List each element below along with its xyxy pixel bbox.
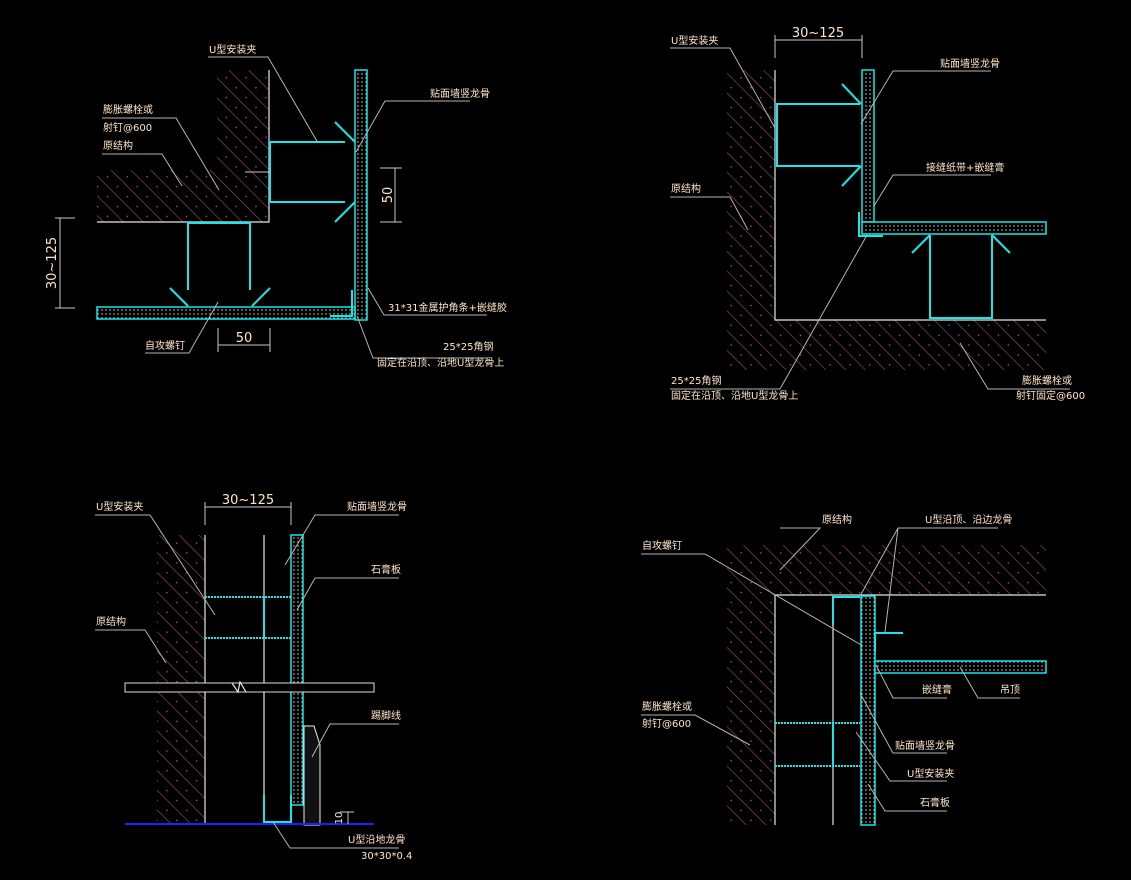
- label-sealant: 嵌缝膏: [922, 683, 952, 696]
- dimension-bottom-50: 50: [217, 328, 271, 352]
- label-stud: 贴面墙竖龙骨: [430, 87, 490, 100]
- detail-4-ceiling-junction: 原结构 U型沿顶、沿边龙骨 自攻螺钉 嵌缝膏 吊顶 膨胀螺栓或 射钉@600 贴…: [641, 513, 1047, 826]
- label-u-clip: U型安装夹: [671, 34, 718, 47]
- label-joint-tape: 接缝纸带+嵌缝膏: [926, 161, 1004, 174]
- label-screw: 自攻螺钉: [145, 339, 185, 352]
- label-floor-track-size: 30*30*0.4: [361, 851, 412, 862]
- gypsum-board: [96, 306, 356, 320]
- label-gypsum-board: 石膏板: [920, 796, 950, 809]
- dimension-range: 30~125: [45, 217, 75, 309]
- label-stud: 贴面墙竖龙骨: [347, 500, 407, 513]
- label-angle-steel: 25*25角钢: [443, 340, 493, 353]
- detail-3-skirting: 30~125 10 U型安装夹 贴面墙竖龙骨 石膏板 原结构 踢脚线 U型沿地龙…: [95, 493, 412, 862]
- label-screw: 自攻螺钉: [642, 539, 682, 552]
- label-angle-steel: 25*25角钢: [671, 374, 721, 387]
- svg-text:50: 50: [381, 187, 396, 204]
- svg-text:30~125: 30~125: [45, 237, 60, 289]
- label-structure: 原结构: [103, 139, 133, 152]
- svg-text:30~125: 30~125: [222, 493, 274, 508]
- label-structure: 原结构: [822, 513, 852, 526]
- floor-track: [263, 795, 292, 823]
- label-u-clip: U型安装夹: [209, 43, 256, 56]
- label-bolt: 膨胀螺栓或: [1022, 374, 1072, 387]
- gypsum-board: [354, 69, 368, 321]
- label-ceiling: 吊顶: [1000, 684, 1020, 696]
- label-structure: 原结构: [671, 182, 701, 195]
- label-ceiling-track: U型沿顶、沿边龙骨: [925, 513, 1012, 526]
- label-u-clip: U型安装夹: [96, 500, 143, 513]
- label-floor-track: U型沿地龙骨: [348, 833, 405, 846]
- label-bolt: 膨胀螺栓或: [103, 103, 153, 116]
- u-clip-stud: [269, 141, 345, 203]
- structure-hatch: [97, 170, 269, 222]
- label-structure: 原结构: [96, 615, 126, 628]
- label-corner-bead: 31*31金属护角条+嵌缝胶: [388, 301, 507, 314]
- gypsum-board: [860, 595, 876, 826]
- dimension-range: 30~125: [774, 26, 863, 58]
- svg-text:30~125: 30~125: [792, 26, 844, 41]
- gypsum-board: [290, 534, 304, 806]
- label-gypsum-board: 石膏板: [371, 563, 401, 576]
- structure-hatch: [727, 545, 775, 825]
- svg-text:50: 50: [236, 331, 253, 346]
- dimension-vertical-50: 50: [380, 167, 402, 223]
- break-line: [124, 682, 375, 693]
- gypsum-board: [861, 69, 875, 223]
- detail-2-inner-corner: 30~125 U型安装夹 贴面墙竖龙骨 接缝纸带+嵌缝膏 原结构 25*25角钢…: [670, 26, 1085, 402]
- label-u-clip: U型安装夹: [907, 767, 954, 780]
- gypsum-board: [861, 221, 1047, 235]
- label-bolt: 膨胀螺栓或: [642, 700, 692, 713]
- skirting-board: [303, 725, 321, 826]
- u-clip-stud: [776, 103, 860, 167]
- dimension-range: 30~125: [204, 493, 292, 525]
- u-clip-stud: [929, 235, 993, 319]
- structure-hatch: [727, 320, 1046, 370]
- dimension-10: 10: [334, 811, 354, 825]
- label-stud: 贴面墙竖龙骨: [940, 57, 1000, 70]
- label-bolt-spacing: 射钉固定@600: [1016, 389, 1085, 402]
- structure-hatch: [157, 535, 205, 825]
- label-bolt-spacing: 射钉@600: [103, 122, 152, 134]
- label-skirting: 踢脚线: [371, 709, 401, 722]
- svg-text:10: 10: [334, 812, 345, 825]
- u-clip-stud: [187, 222, 251, 290]
- label-angle-fix: 固定在沿顶、沿地U型龙骨上: [671, 389, 798, 402]
- detail-1-outer-corner: 50 30~125 50 U型安装夹 贴面墙竖龙骨 膨胀螺栓或 射钉@600 原…: [45, 43, 507, 369]
- label-stud: 贴面墙竖龙骨: [895, 739, 955, 752]
- label-angle-fix: 固定在沿顶、沿地U型龙骨上: [377, 356, 504, 369]
- label-bolt-spacing: 射钉@600: [642, 718, 691, 730]
